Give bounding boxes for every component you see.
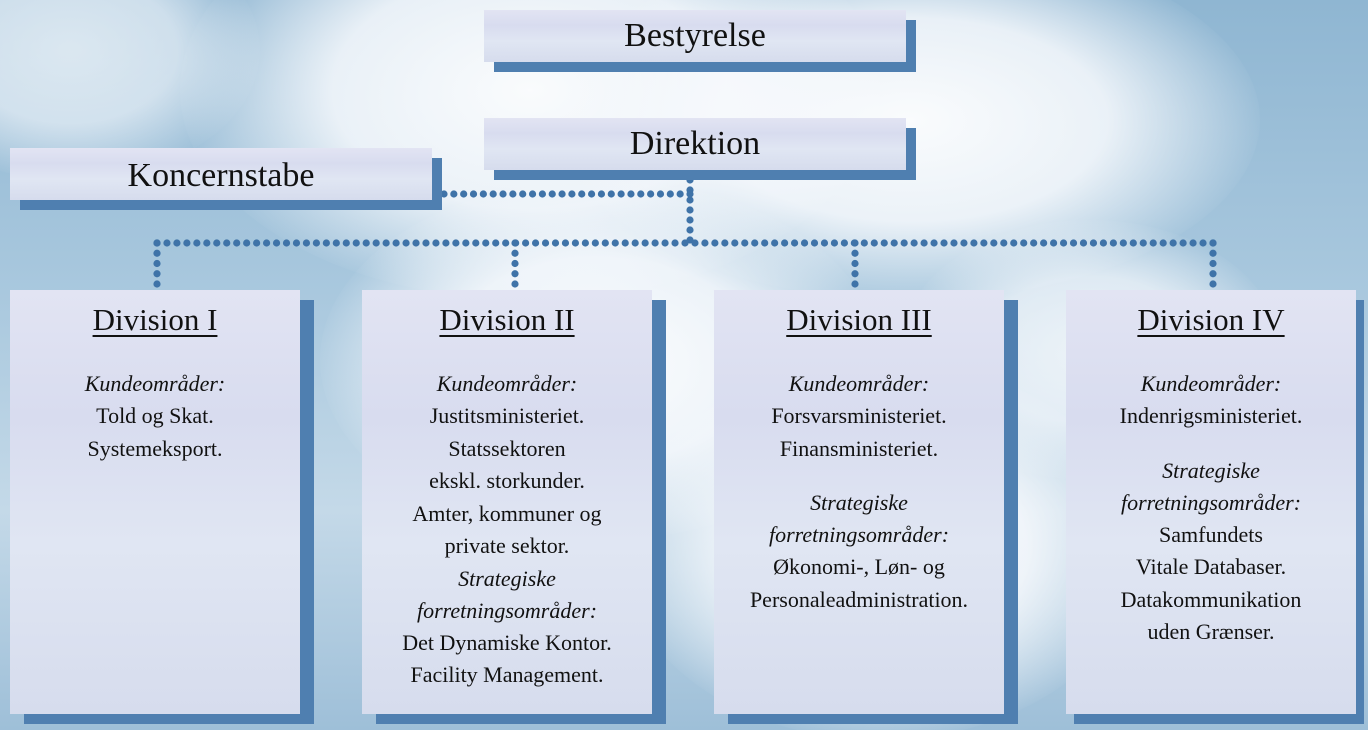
division-3-strategic-1: Økonomi-, Løn- og (773, 554, 945, 579)
division-2-connector (511, 239, 519, 288)
division-4-connector (1209, 239, 1217, 288)
division-4-title: Division IV (1137, 302, 1285, 337)
division-4-customer-label: Kundeområder: (1140, 371, 1282, 396)
division-4-strategic-label-2: forretningsområder: (1120, 489, 1302, 515)
division-4-strategic-label-1: Strategiske (1162, 457, 1260, 483)
division-2-customer-4: Amter, kommuner og (412, 500, 602, 526)
staff-label: Koncernstabe (127, 157, 315, 194)
division-2-strategic-label-2: forretningsområder: (416, 597, 598, 623)
division-1-box: Division I Kundeområder: Told og Skat. S… (10, 290, 300, 714)
division-2-customer-label: Kundeområder: (436, 371, 578, 396)
division-1-connector (153, 239, 161, 288)
division-4-box: Division IV Kundeområder: Indenrigsminis… (1066, 290, 1356, 714)
division-2-strategic-1: Det Dynamiske Kontor. (402, 629, 612, 655)
division-4-strategic-2: Vitale Databaser. (1135, 554, 1287, 579)
division-2-customer-5: private sektor. (444, 533, 570, 558)
division-1-customer-1: Told og Skat. (96, 403, 214, 428)
division-2-box: Division II Kundeområder: Justitsministe… (362, 290, 652, 714)
division-3-box: Division III Kundeområder: Forsvarsminis… (714, 290, 1004, 714)
division-1-title: Division I (92, 302, 218, 337)
direction-box: Direktion (484, 118, 906, 170)
division-2-customer-1: Justitsministeriet. (429, 403, 585, 428)
division-2-title: Division II (439, 302, 575, 337)
division-3-customer-1: Forsvarsministeriet. (771, 403, 947, 428)
division-4-strategic-3: Datakommunikation (1120, 586, 1302, 612)
board-label: Bestyrelse (624, 17, 766, 54)
staff-box: Koncernstabe (10, 148, 432, 200)
division-1-customer-2: Systemeksport. (87, 435, 223, 461)
division-4-strategic-4: uden Grænser. (1147, 619, 1275, 644)
division-2-customer-3: ekskl. storkunder. (429, 468, 585, 493)
board-box: Bestyrelse (484, 10, 906, 62)
direction-down-connector (686, 176, 694, 244)
division-3-strategic-label-1: Strategiske (810, 490, 908, 515)
staff-connector (440, 190, 694, 198)
division-bus-connector (153, 239, 1217, 247)
division-1-customer-label: Kundeområder: (84, 371, 226, 396)
direction-label: Direktion (629, 125, 761, 162)
division-3-strategic-label-2: forretningsområder: (768, 522, 950, 547)
division-3-title: Division III (786, 302, 932, 337)
division-3-customer-2: Finansministeriet. (779, 435, 939, 461)
division-2-strategic-2: Facility Management. (410, 662, 604, 687)
division-2-strategic-label-1: Strategiske (458, 565, 556, 591)
division-4-strategic-1: Samfundets (1159, 521, 1263, 547)
division-2-customer-2: Statssektoren (448, 435, 566, 461)
division-4-customer-1: Indenrigsministeriet. (1119, 403, 1303, 428)
division-3-strategic-2: Personaleadministration. (749, 586, 969, 612)
division-3-customer-label: Kundeområder: (788, 371, 930, 396)
division-3-connector (851, 239, 859, 288)
